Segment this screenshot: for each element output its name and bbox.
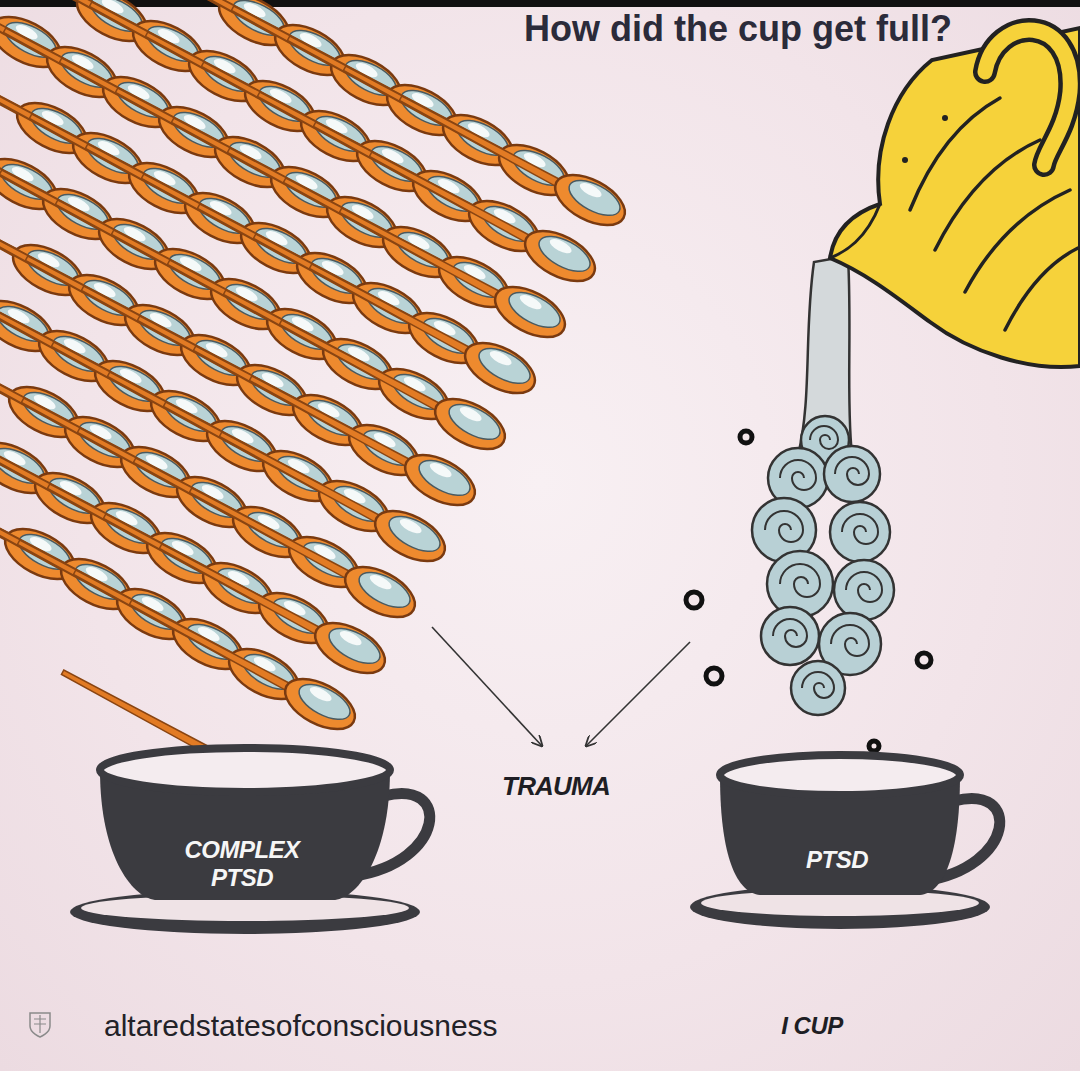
bubbles — [686, 431, 931, 751]
watermark: altaredstatesofconsciousness — [104, 1009, 498, 1043]
swirl — [767, 551, 833, 617]
curl — [846, 572, 882, 602]
curl — [831, 625, 869, 656]
cup-node: PTSD — [685, 740, 1025, 955]
logo-shield — [30, 1013, 50, 1037]
swirl-cloud — [752, 416, 894, 715]
curl — [780, 564, 820, 597]
title-slot: How did the cup get full? — [523, 11, 953, 47]
leader-arrows — [432, 627, 690, 746]
jug-dot — [942, 115, 948, 121]
cup-rim — [100, 748, 390, 792]
jug — [830, 28, 1080, 367]
trauma-label: TRAUMA — [502, 771, 610, 802]
stripe — [1005, 248, 1078, 330]
jug-lip — [830, 204, 880, 258]
bubble — [869, 741, 879, 751]
watermark-logo — [30, 1013, 50, 1037]
bubble — [917, 653, 931, 667]
title: How did the cup get full? — [523, 11, 953, 47]
curl — [780, 460, 816, 490]
jug-dot — [902, 157, 908, 163]
swirl — [761, 607, 819, 665]
top-bar — [0, 0, 1080, 7]
label-slot: TRAUMA — [502, 771, 610, 802]
curl — [842, 514, 878, 544]
swirl-curls — [765, 426, 882, 698]
curl — [765, 511, 803, 542]
spoons — [0, 0, 633, 809]
curl — [802, 672, 834, 698]
stripe — [965, 190, 1070, 292]
leader-arrow — [586, 642, 690, 746]
curl — [810, 426, 838, 449]
cup-node: COMPLEX PTSD — [70, 740, 450, 960]
bubble — [686, 592, 702, 608]
cup-label: PTSD — [762, 846, 912, 874]
label-slot: altaredstatesofconsciousness — [104, 1009, 498, 1043]
jug-body — [830, 28, 1080, 367]
swirl — [830, 502, 890, 562]
curl — [773, 619, 807, 647]
curl — [835, 457, 869, 485]
jug-handle — [985, 30, 1070, 165]
jug-handle-outline — [985, 30, 1070, 165]
stripe — [935, 140, 1040, 250]
logo-mark — [34, 1015, 46, 1033]
label-slot: I CUP — [781, 1012, 843, 1040]
cup-label: COMPLEX PTSD — [167, 836, 317, 891]
cup-rim — [720, 755, 960, 795]
bubble — [706, 668, 722, 684]
pouring-liquid — [686, 256, 931, 751]
leader-arrow — [432, 627, 542, 746]
stripe — [910, 98, 1000, 210]
swirl — [834, 560, 894, 620]
swirl — [791, 661, 845, 715]
swirl — [824, 446, 880, 502]
spoon — [121, 585, 363, 739]
bubble — [740, 431, 752, 443]
signature: I CUP — [781, 1012, 843, 1040]
